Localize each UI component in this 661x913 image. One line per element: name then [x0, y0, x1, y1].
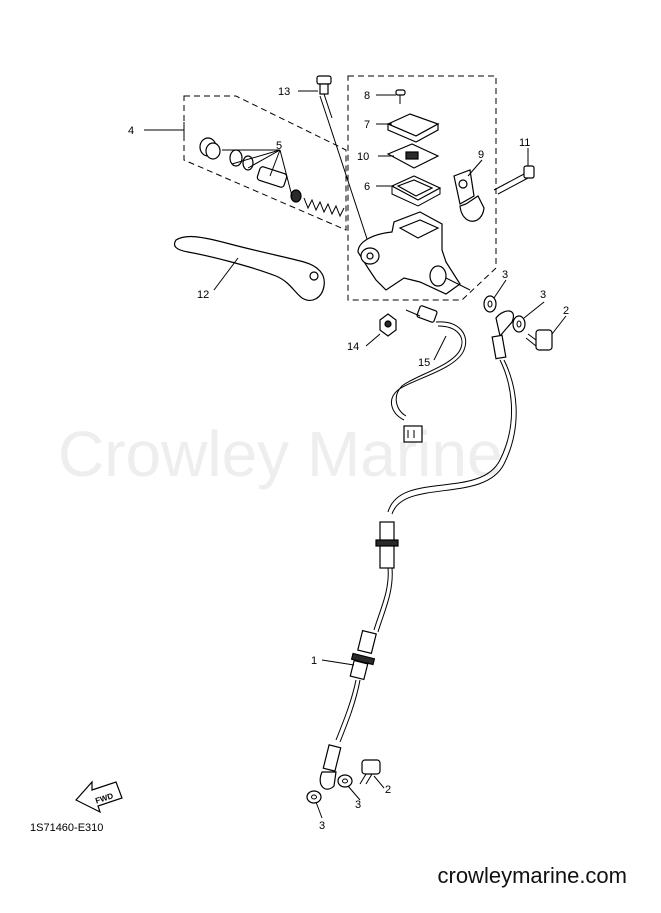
callout-2-bottom: 2 — [385, 784, 391, 796]
master-cylinder-group-box — [347, 75, 497, 301]
callout-15: 15 — [418, 357, 430, 369]
washer-3-bottom-right[interactable] — [337, 774, 353, 788]
callout-7: 7 — [364, 119, 370, 131]
callout-3-bottom-left: 3 — [319, 820, 325, 832]
washer-3-top-left[interactable] — [483, 295, 497, 313]
bolt-13[interactable] — [316, 75, 371, 249]
callout-12: 12 — [197, 289, 209, 301]
union-bolt-2-bottom[interactable] — [359, 759, 381, 785]
piston-kit-5[interactable] — [199, 137, 345, 218]
reservoir-cap-7[interactable] — [386, 113, 440, 143]
brake-switch-15[interactable] — [390, 305, 467, 443]
callout-11: 11 — [519, 137, 530, 149]
callout-8: 8 — [364, 90, 370, 102]
bolt-11[interactable] — [493, 165, 535, 195]
brake-lever-12[interactable] — [173, 235, 325, 301]
callout-3-top-left: 3 — [502, 269, 508, 281]
callout-3-top-right: 3 — [540, 289, 546, 301]
holder-9[interactable] — [453, 169, 485, 222]
master-cylinder-body[interactable] — [357, 211, 471, 295]
callout-6: 6 — [364, 181, 370, 193]
diaphragm-plate-10[interactable] — [386, 143, 440, 169]
callout-2-top: 2 — [563, 305, 569, 317]
callout-9: 9 — [478, 149, 484, 161]
callout-5: 5 — [276, 140, 282, 152]
washer-3-bottom-left[interactable] — [306, 790, 322, 804]
union-bolt-2-top[interactable] — [525, 329, 553, 351]
diaphragm-6[interactable] — [390, 175, 442, 207]
screw-8[interactable] — [395, 89, 406, 104]
fwd-arrow-icon: FWD — [75, 780, 123, 814]
diagram-code: 1S71460-E310 — [30, 822, 103, 834]
callout-10: 10 — [357, 151, 369, 163]
brake-hose-1[interactable] — [319, 310, 517, 790]
callout-13: 13 — [278, 86, 290, 98]
callout-14: 14 — [347, 341, 359, 353]
washer-3-top-right[interactable] — [512, 315, 526, 333]
callout-3-bottom-right: 3 — [355, 799, 361, 811]
leader-lines — [144, 90, 567, 819]
footer-url[interactable]: crowleymarine.com — [437, 863, 628, 888]
callout-4: 4 — [128, 125, 134, 137]
callout-1: 1 — [311, 655, 317, 667]
watermark-text: Crowley Marine — [58, 418, 503, 490]
piston-kit-group-box — [183, 95, 347, 231]
nut-14[interactable] — [379, 313, 397, 337]
